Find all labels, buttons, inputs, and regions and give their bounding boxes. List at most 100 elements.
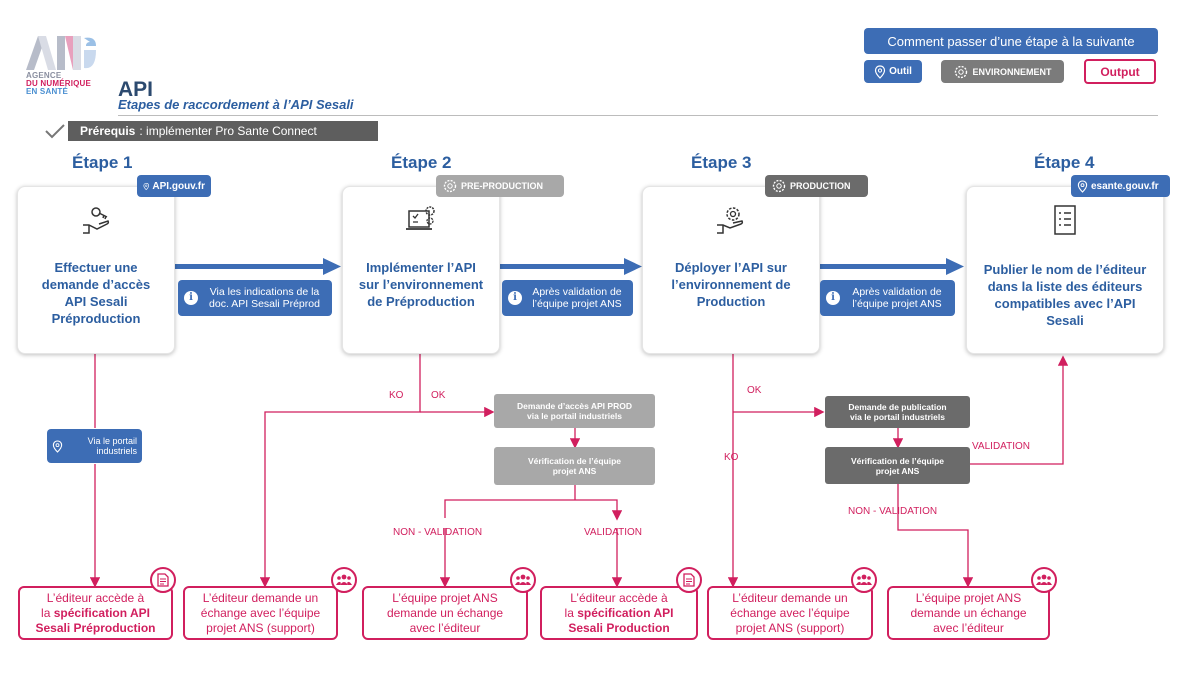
pub-request-line1: Demande de publication	[848, 402, 947, 412]
step2-text-line3: de Préproduction	[367, 294, 475, 309]
document-icon	[150, 567, 176, 593]
location-pin-icon	[1077, 179, 1088, 193]
step3-env-tag: PRODUCTION	[765, 175, 868, 197]
pub-request-line2: via le portail industriels	[850, 412, 945, 422]
gear-icon	[772, 179, 786, 193]
checklist-icon	[1054, 205, 1076, 235]
info-icon: i	[184, 291, 198, 305]
step1-tool-tag: API.gouv.fr	[137, 175, 211, 197]
legend-environnement-label: ENVIRONNEMENT	[972, 66, 1052, 77]
legend-environnement: ENVIRONNEMENT	[941, 60, 1064, 83]
step2-title: Étape 2	[391, 153, 452, 172]
prod-request-line2: via le portail industriels	[527, 411, 622, 421]
output-4-line3: Sesali Production	[568, 620, 670, 635]
info-icon: i	[508, 291, 522, 305]
output-5-line1: L’éditeur demande un	[732, 590, 848, 605]
legend-output: Output	[1084, 59, 1156, 84]
verif3-line2: projet ANS	[875, 465, 920, 476]
step2-text-line1: Implémenter l’API	[366, 260, 476, 275]
legend-title: Comment passer d’une étape à la suivante	[864, 28, 1158, 54]
gear-icon	[443, 179, 457, 193]
label-ok-step2: OK	[431, 390, 446, 401]
step2-card: Implémenter l’API sur l’environnement de…	[342, 186, 500, 354]
transition-2-line1: Après validation de	[532, 286, 622, 298]
step2-text-line2: sur l’environnement	[358, 277, 484, 292]
output-1-line2b: spécification API	[53, 605, 150, 620]
step3-text-line1: Déployer l’API sur	[675, 260, 787, 275]
verif2-line1: Vérification de l’équipe	[527, 456, 622, 466]
hand-gear-icon	[717, 207, 744, 234]
output-2-line1: L’éditeur demande un	[202, 590, 319, 605]
output-3-line1: L’équipe projet ANS	[392, 590, 498, 605]
portal-line2: industriels	[96, 446, 137, 456]
output-4-line2b: spécification API	[577, 605, 674, 620]
step2-tag-label: PRE-PRODUCTION	[461, 181, 544, 191]
output-5-line3: projet ANS (support)	[735, 620, 845, 635]
legend-outil-label: Outil	[889, 66, 912, 77]
step3-text-line3: Production	[696, 294, 766, 309]
step1-text-line1: Effectuer une	[54, 260, 138, 275]
location-pin-icon	[52, 439, 63, 453]
label-ok-step3: OK	[747, 385, 762, 396]
output-1-line2a: la	[41, 605, 54, 620]
connector-step2-ko	[259, 352, 421, 588]
transition-3-line1: Après validation de	[852, 286, 942, 298]
transition-1-line1: Via les indications de la	[209, 286, 320, 298]
step1-tag-label: API.gouv.fr	[152, 180, 205, 192]
connector-verif2-split	[444, 485, 617, 518]
org-name-line3: EN SANTÉ	[26, 87, 69, 96]
output-2-line3: projet ANS (support)	[206, 620, 315, 635]
step2-env-tag: PRE-PRODUCTION	[436, 175, 564, 197]
step3-text-line2: l’environnement de	[671, 277, 791, 292]
output-4-line1: L’éditeur accède à	[570, 590, 668, 605]
prerequisite-label: Prérequis	[80, 124, 136, 138]
output-6-line1: L’équipe projet ANS	[915, 590, 1022, 605]
step4-text-line1: Publier le nom de l’éditeur	[983, 262, 1147, 277]
org-name-line1: AGENCE	[26, 71, 62, 80]
output-6-line3: avec l’éditeur	[933, 620, 1004, 635]
checkmark-icon	[45, 124, 65, 139]
step1-text-line2: demande d’accès	[41, 277, 151, 292]
step1-title: Étape 1	[72, 153, 133, 172]
step1-text-line4: Préproduction	[51, 311, 141, 326]
output-1-line1: L’éditeur accède à	[46, 590, 145, 605]
output-2-line2: échange avec l’équipe	[200, 605, 321, 620]
connector-verif3-nonval	[897, 484, 974, 588]
step1-card: Effectuer une demande d’accès API Sesali…	[17, 186, 175, 354]
output-1-line3: Sesali Préproduction	[35, 620, 156, 635]
step4-card: Publier le nom de l’éditeur dans la list…	[966, 186, 1164, 354]
step3-card: Déployer l’API sur l’environnement de Pr…	[642, 186, 820, 354]
output-3-line2: demande un échange	[386, 605, 504, 620]
header-divider	[118, 115, 1158, 116]
location-pin-icon	[143, 182, 149, 190]
portal-line1: Via le portail	[87, 436, 137, 446]
label-non-validation-step3: NON - VALIDATION	[848, 506, 938, 517]
prod-request-line1: Demande d’accès API PROD	[517, 401, 632, 411]
org-name: AGENCE DU NUMÉRIQUE EN SANTÉ	[26, 72, 91, 96]
step3-title: Étape 3	[691, 153, 752, 172]
prerequisite-text: : implémenter Pro Sante Connect	[139, 124, 317, 138]
people-icon	[510, 567, 536, 593]
main-arrows	[173, 258, 964, 275]
org-name-line2: DU NUMÉRIQUE	[26, 79, 92, 88]
label-non-validation-step2: NON - VALIDATION	[393, 527, 483, 538]
step4-title: Étape 4	[1034, 153, 1095, 172]
document-icon	[676, 567, 702, 593]
verif3-line1: Vérification de l’équipe	[850, 455, 945, 466]
transition-3-line2: l’équipe projet ANS	[852, 298, 942, 310]
transition-1-line2: doc. API Sesali Préprod	[209, 298, 320, 310]
label-validation-step3: VALIDATION	[972, 441, 1030, 452]
people-icon	[1031, 567, 1057, 593]
hand-key-icon	[83, 207, 110, 234]
location-pin-icon	[875, 64, 886, 79]
